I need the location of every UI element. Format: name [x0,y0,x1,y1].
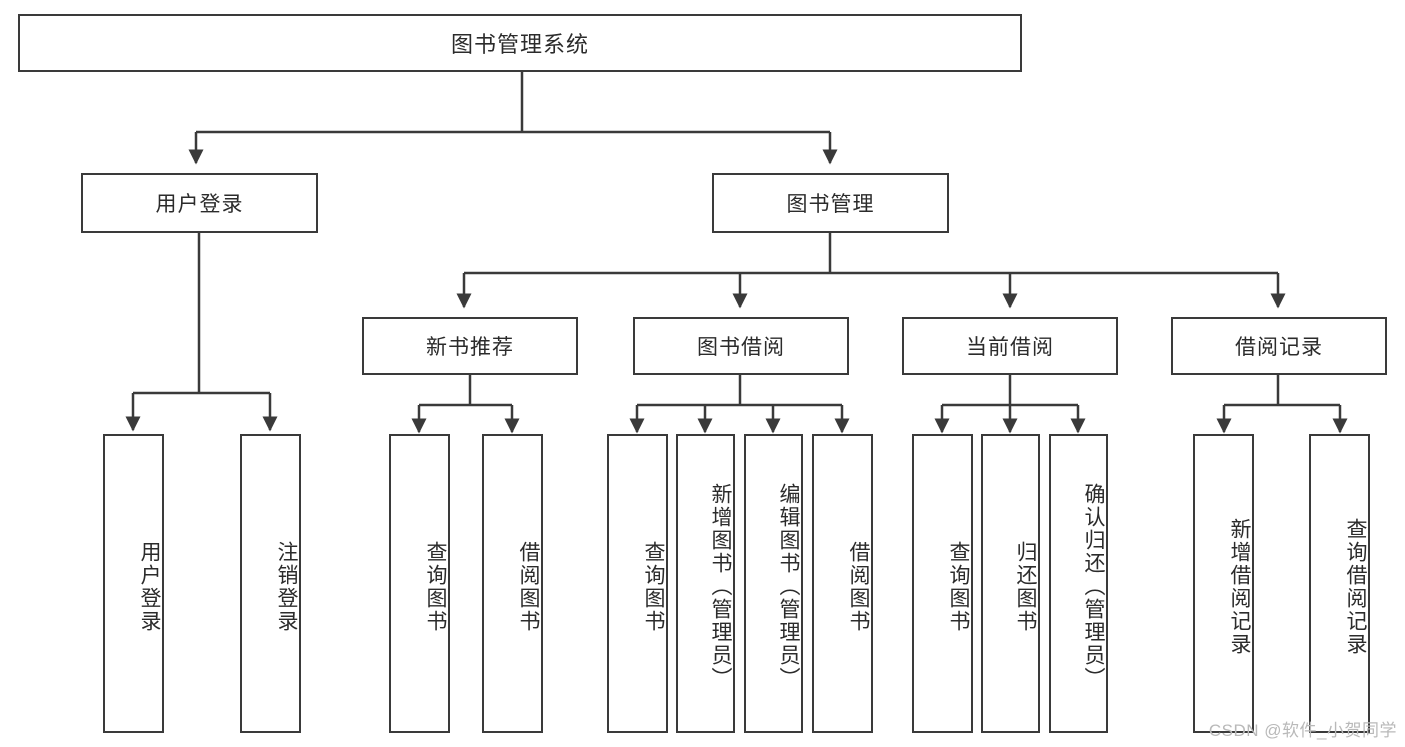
leaf-confirm-return-admin[interactable]: 确认归还（管理员） [1049,434,1108,733]
node-borrow-record[interactable]: 借阅记录 [1171,317,1387,375]
leaf-logout[interactable]: 注销登录 [240,434,301,733]
leaf-edit-book-admin[interactable]: 编辑图书（管理员） [744,434,803,733]
node-book-management[interactable]: 图书管理 [712,173,949,233]
leaf-borrow-book-2[interactable]: 借阅图书 [812,434,873,733]
leaf-add-book-admin[interactable]: 新增图书（管理员） [676,434,735,733]
node-root-book-management-system[interactable]: 图书管理系统 [18,14,1022,72]
leaf-query-borrow-record[interactable]: 查询借阅记录 [1309,434,1370,733]
node-book-borrow-label: 图书借阅 [697,336,785,359]
leaf-query-book-1-label: 查询图书 [424,540,447,633]
node-current-borrow-label: 当前借阅 [966,336,1054,359]
leaf-query-book-1[interactable]: 查询图书 [389,434,450,733]
leaf-user-login-label: 用户登录 [138,540,161,633]
leaf-add-borrow-record-label: 新增借阅记录 [1228,517,1251,656]
node-book-management-label: 图书管理 [786,193,875,216]
node-root-label: 图书管理系统 [450,32,589,57]
node-book-borrow[interactable]: 图书借阅 [633,317,849,375]
node-user-login[interactable]: 用户登录 [81,173,318,233]
leaf-user-login[interactable]: 用户登录 [103,434,164,733]
leaf-return-book[interactable]: 归还图书 [981,434,1040,733]
leaf-return-book-label: 归还图书 [1014,540,1037,633]
leaf-query-book-3[interactable]: 查询图书 [912,434,973,733]
leaf-query-borrow-record-label: 查询借阅记录 [1344,517,1367,656]
leaf-query-book-3-label: 查询图书 [947,540,970,633]
leaf-query-book-2[interactable]: 查询图书 [607,434,668,733]
node-user-login-label: 用户登录 [155,193,244,216]
node-borrow-record-label: 借阅记录 [1235,336,1323,359]
node-current-borrow[interactable]: 当前借阅 [902,317,1118,375]
leaf-borrow-book-2-label: 借阅图书 [847,540,870,633]
leaf-logout-label: 注销登录 [275,540,298,633]
leaf-confirm-return-admin-label: 确认归还（管理员） [1082,483,1105,690]
leaf-query-book-2-label: 查询图书 [642,540,665,633]
node-new-book-recommendation[interactable]: 新书推荐 [362,317,578,375]
node-new-book-recommendation-label: 新书推荐 [426,336,514,359]
leaf-borrow-book-1-label: 借阅图书 [517,540,540,633]
leaf-borrow-book-1[interactable]: 借阅图书 [482,434,543,733]
leaf-edit-book-admin-label: 编辑图书（管理员） [777,483,800,690]
leaf-add-book-admin-label: 新增图书（管理员） [709,483,732,690]
leaf-add-borrow-record[interactable]: 新增借阅记录 [1193,434,1254,733]
csdn-watermark: CSDN @软件_小贺同学 [1208,721,1397,740]
